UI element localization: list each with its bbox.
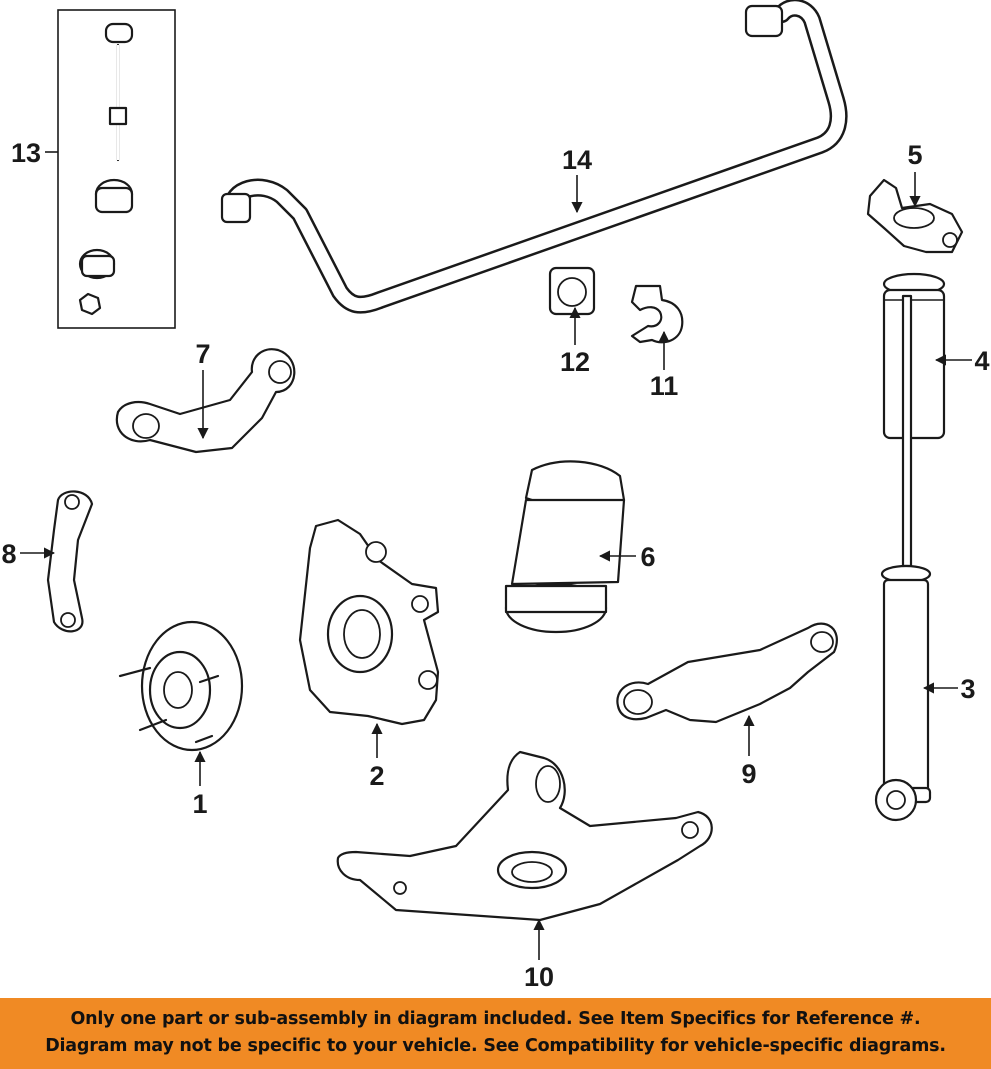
callout-6: 6 (640, 542, 655, 572)
disclaimer-banner: Only one part or sub-assembly in diagram… (0, 998, 991, 1069)
part-2-knuckle (298, 518, 440, 726)
part-13-stabilizer-link-kit (57, 9, 176, 329)
callout-2: 2 (369, 761, 384, 791)
callout-10: 10 (524, 962, 554, 992)
callout-12: 12 (560, 347, 590, 377)
suspension-parts-diagram: 1 2 3 4 5 6 7 8 9 10 11 12 13 14 (1, 0, 990, 992)
part-11-stabilizer-clamp (630, 284, 684, 344)
part-1-hub-bearing (118, 620, 244, 752)
part-5-shock-mount (866, 178, 964, 254)
callout-1: 1 (192, 789, 207, 819)
disclaimer-line-1: Only one part or sub-assembly in diagram… (70, 1009, 921, 1029)
callout-leaders (20, 151, 972, 960)
callout-14: 14 (562, 145, 592, 175)
part-4-dust-boot (882, 272, 946, 440)
callout-13: 13 (11, 138, 41, 168)
callout-4: 4 (974, 346, 989, 376)
part-3-shock-absorber (874, 294, 932, 822)
callout-8: 8 (1, 539, 16, 569)
part-7-upper-control-arm (115, 348, 296, 454)
callout-5: 5 (907, 140, 922, 170)
callout-9: 9 (741, 759, 756, 789)
part-9-trailing-arm (616, 622, 838, 724)
part-14-stabilizer-bar (220, 0, 848, 314)
callout-3: 3 (960, 674, 975, 704)
callout-7: 7 (195, 339, 210, 369)
part-6-air-spring (504, 460, 626, 634)
disclaimer-line-2: Diagram may not be specific to your vehi… (45, 1036, 946, 1056)
part-8-toe-link (46, 490, 94, 633)
part-12-stabilizer-bushing (548, 266, 596, 316)
callout-11: 11 (650, 371, 679, 401)
part-10-lower-control-arm (336, 750, 713, 922)
